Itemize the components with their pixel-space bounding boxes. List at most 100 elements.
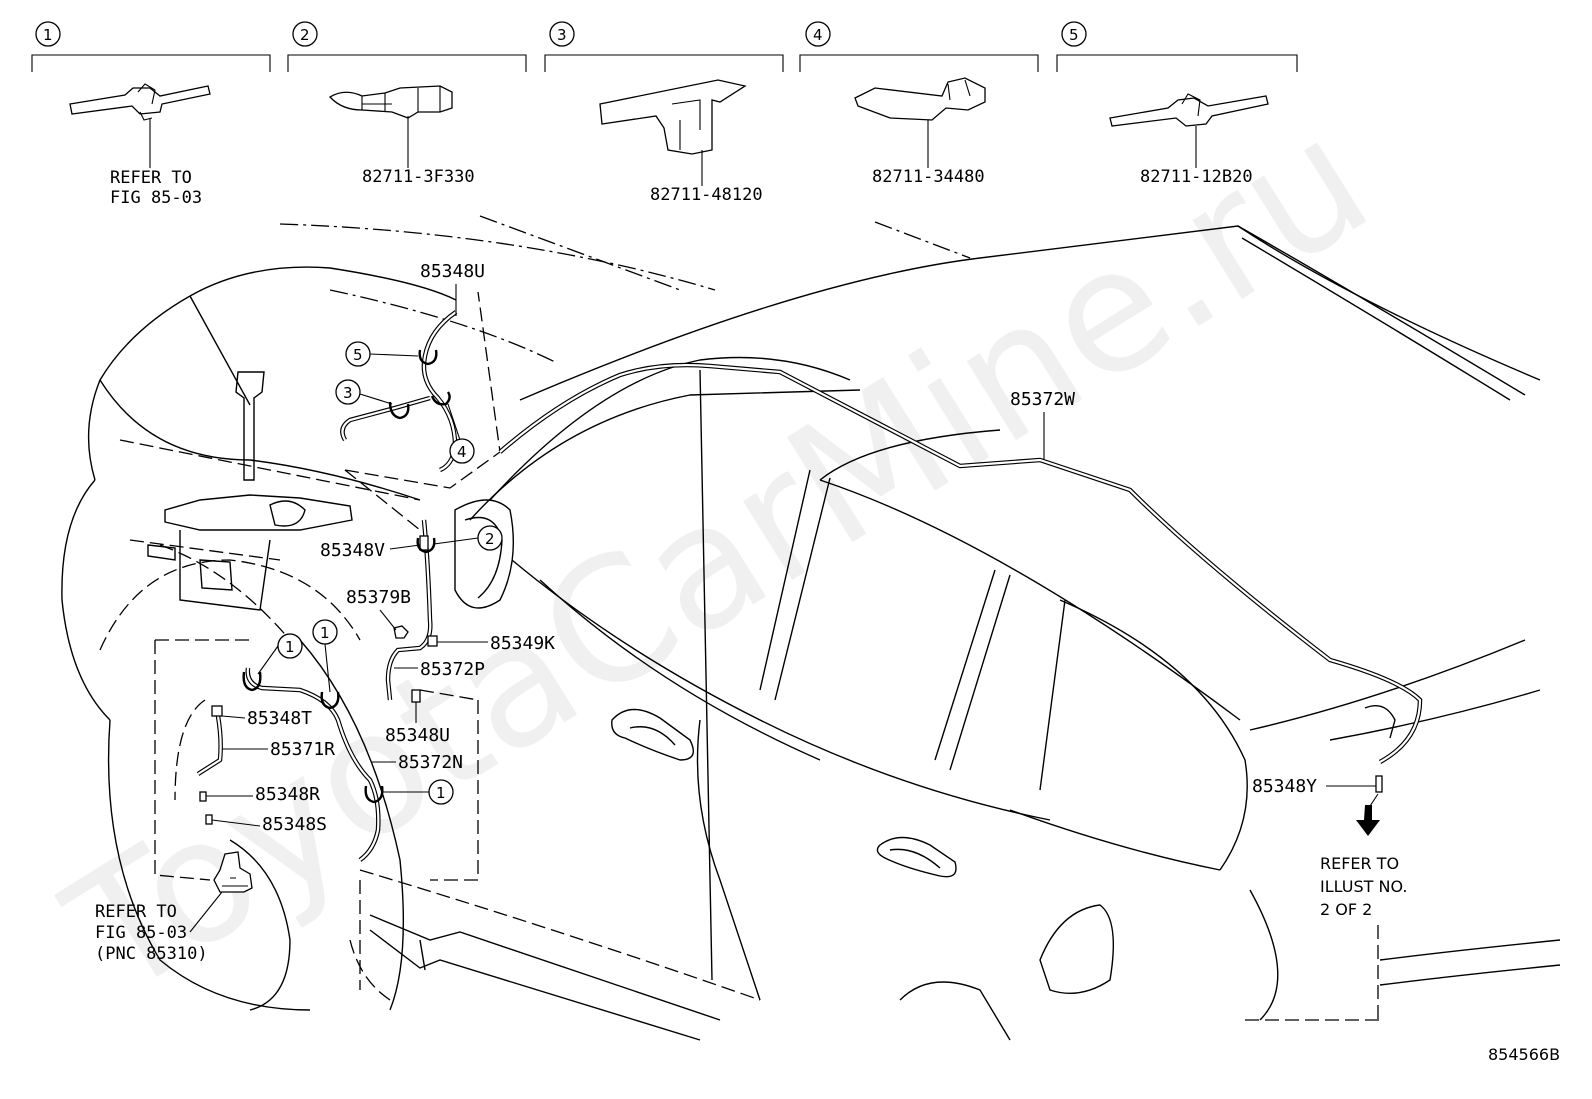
svg-text:85348S: 85348S	[262, 814, 327, 835]
svg-text:85348T: 85348T	[247, 708, 312, 729]
clip-panel-5-index-circle	[1061, 21, 1087, 47]
clip-panel-4: 4 82711-34480	[799, 21, 1039, 187]
svg-text:85348Y: 85348Y	[1252, 776, 1317, 797]
clip-panel-4-bracket	[799, 54, 1039, 72]
callout-85348Y: 85348Y	[1252, 776, 1376, 797]
svg-text:1: 1	[285, 638, 295, 656]
svg-text:2 OF 2: 2 OF 2	[1320, 900, 1372, 919]
clip-panel-2-clip-icon	[328, 85, 453, 119]
clip-panel-2-index: 2	[300, 26, 310, 44]
washer-pump	[213, 851, 253, 893]
callout-85348S: 85348S	[211, 814, 327, 835]
callout-85348V: 85348V	[320, 540, 421, 561]
clip-panel-4-part-number: 82711-34480	[872, 167, 985, 187]
figure-id: 854566B	[1488, 1045, 1560, 1064]
bolt-85379B	[393, 625, 409, 639]
clip-panel-1-part-line1: REFER TO	[110, 168, 192, 188]
clip-panel-3-clip-icon	[599, 79, 747, 155]
clip-panel-2: 2 82711-3F330	[287, 21, 527, 187]
clip-hook-4	[430, 391, 451, 406]
clip-hook-1c	[364, 785, 384, 804]
joint-85348T	[211, 705, 223, 717]
clip-marker-1b: 1	[312, 619, 338, 693]
clip-panel-2-part-number: 82711-3F330	[362, 167, 475, 187]
svg-text:85348U: 85348U	[420, 261, 485, 282]
callout-85349K: 85349K	[437, 633, 555, 654]
svg-text:5: 5	[353, 346, 363, 364]
svg-text:85372W: 85372W	[1010, 389, 1075, 410]
callout-85348T: 85348T	[221, 708, 312, 729]
callout-85348U-lower: 85348U	[385, 702, 450, 746]
clip-marker-4: 4	[447, 403, 475, 464]
clip-panel-1-part-line2: FIG 85-03	[110, 188, 202, 208]
clip-panel-4-index: 4	[813, 26, 823, 44]
svg-text:85372P: 85372P	[420, 659, 485, 680]
joint-85348U-lower	[411, 689, 421, 703]
clip-hook-1b	[320, 691, 340, 710]
clip-panel-1-bracket	[31, 54, 271, 72]
svg-text:1: 1	[320, 624, 330, 642]
clip-marker-2: 2	[433, 525, 503, 551]
joint-85348S	[205, 814, 213, 825]
clip-panel-4-index-circle	[805, 21, 831, 47]
svg-text:85379B: 85379B	[346, 587, 411, 608]
svg-text:85372N: 85372N	[398, 752, 463, 773]
svg-text:3: 3	[343, 384, 353, 402]
clip-panel-3: 3 82711-48120	[544, 21, 784, 205]
clip-panel-1: 1 REFER TO FIG 85-03	[31, 21, 271, 208]
washer-hose-system	[154, 291, 1423, 1001]
joint-85348V	[419, 535, 429, 551]
joint-85348R	[199, 791, 207, 802]
svg-text:FIG 85-03: FIG 85-03	[95, 923, 187, 943]
svg-text:85348R: 85348R	[255, 784, 320, 805]
joint-85349K	[427, 635, 438, 647]
clip-marker-3: 3	[335, 379, 393, 405]
callout-85348R: 85348R	[206, 784, 320, 805]
clip-panel-2-index-circle	[292, 21, 318, 47]
clip-panel-1-index: 1	[43, 26, 53, 44]
clip-panel-3-bracket	[544, 54, 784, 72]
clip-panel-3-index-circle	[549, 21, 575, 47]
svg-text:85348U: 85348U	[385, 725, 450, 746]
svg-text:ILLUST NO.: ILLUST NO.	[1320, 877, 1407, 896]
svg-text:1: 1	[436, 784, 446, 802]
clip-hook-5	[418, 349, 438, 366]
svg-text:(PNC 85310): (PNC 85310)	[95, 944, 208, 964]
callout-85372N: 85372N	[372, 752, 463, 773]
clip-panel-1-clip-icon	[69, 83, 211, 121]
svg-text:85348V: 85348V	[320, 540, 385, 561]
callout-85372W: 85372W	[1010, 389, 1075, 460]
svg-text:REFER TO: REFER TO	[95, 902, 177, 922]
callout-85371R: 85371R	[222, 739, 335, 760]
clip-marker-5: 5	[345, 341, 419, 367]
svg-text:REFER TO: REFER TO	[1320, 854, 1399, 873]
clip-panel-3-index: 3	[557, 26, 567, 44]
clip-panel-5-bracket	[1056, 54, 1298, 72]
clip-hook-1a	[242, 671, 262, 692]
callout-85372P: 85372P	[394, 659, 485, 680]
clip-panel-3-part-number: 82711-48120	[650, 185, 763, 205]
down-arrow-icon	[1356, 805, 1380, 836]
svg-text:85371R: 85371R	[270, 739, 335, 760]
clip-panel-4-clip-icon	[854, 77, 986, 121]
clip-panel-5-part-number: 82711-12B20	[1140, 167, 1253, 187]
clip-panel-5: 5 82711-12B20	[1056, 21, 1298, 187]
svg-text:2: 2	[485, 530, 495, 548]
clip-marker-1a: 1	[257, 633, 303, 675]
front-hose-detail-box	[154, 639, 479, 881]
pump-reference-note: REFER TO FIG 85-03 (PNC 85310)	[95, 891, 223, 964]
clip-panel-5-index: 5	[1069, 26, 1079, 44]
svg-text:85349K: 85349K	[490, 633, 555, 654]
clip-marker-1c: 1	[382, 779, 454, 805]
clip-panel-2-bracket	[287, 54, 527, 72]
clip-panel-5-clip-icon	[1109, 93, 1269, 127]
callout-85379B: 85379B	[346, 587, 411, 631]
hood-nozzle-detail-box	[344, 291, 501, 531]
illust-reference-note: REFER TO ILLUST NO. 2 OF 2	[1245, 793, 1407, 1021]
clip-hook-3	[388, 401, 410, 420]
svg-text:4: 4	[457, 443, 467, 461]
callout-85348U-top: 85348U	[420, 261, 485, 316]
clip-panel-1-index-circle	[35, 21, 61, 47]
joint-85348Y	[1375, 775, 1383, 793]
